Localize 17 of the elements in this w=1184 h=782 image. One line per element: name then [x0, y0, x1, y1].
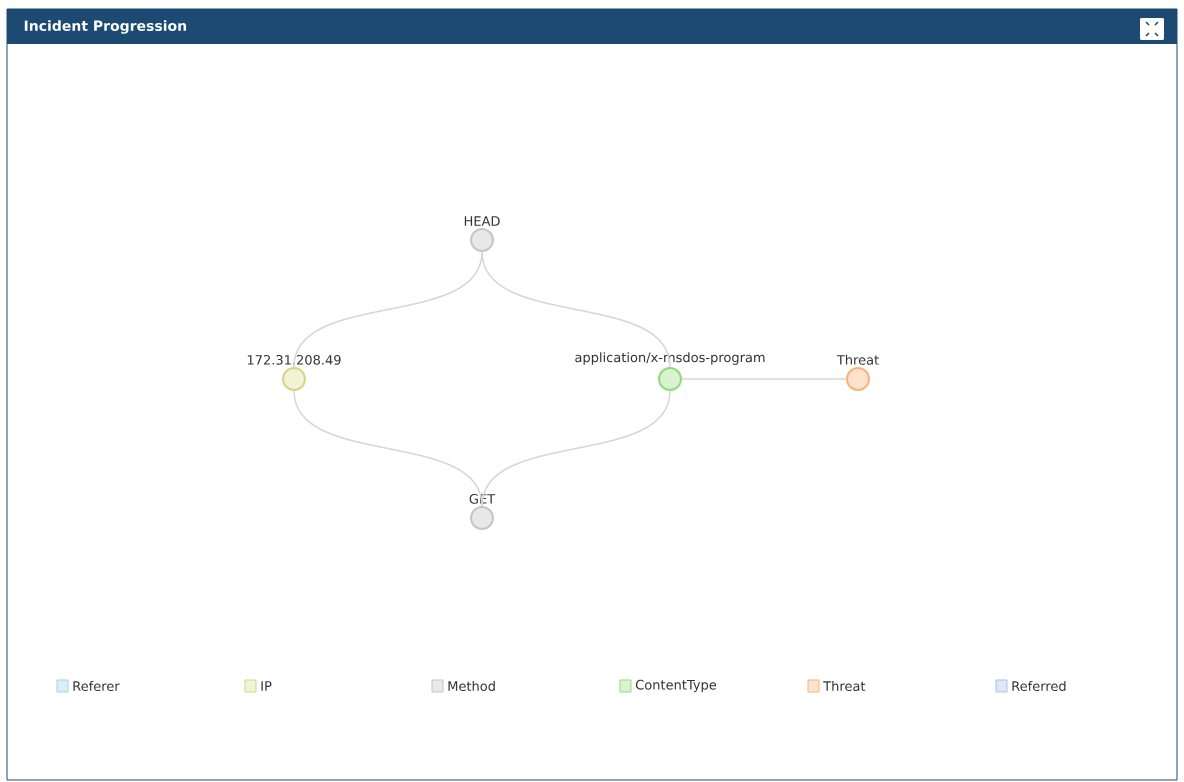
legend-label: Referred	[1012, 680, 1066, 691]
graph-node: HEAD	[464, 216, 500, 252]
legend-label: ContentType	[635, 679, 717, 693]
node-label: 172.31.208.49	[247, 354, 341, 365]
node-label: application/x-msdos-program	[575, 352, 765, 365]
legend-label: Referer	[73, 680, 120, 691]
graph-node: application/x-msdos-program	[575, 352, 765, 391]
node-label: Threat	[836, 354, 879, 365]
graph-node: Threat	[836, 354, 879, 391]
connector-line	[481, 390, 671, 507]
legend-label: IP	[261, 681, 272, 691]
legend-label: Threat	[823, 680, 866, 691]
graph-node: 172.31.208.49	[247, 354, 341, 391]
panel-title: Incident Progression	[24, 20, 187, 34]
connector-line	[481, 251, 671, 368]
node-label: HEAD	[464, 216, 500, 226]
legend-label: Method	[448, 680, 495, 691]
